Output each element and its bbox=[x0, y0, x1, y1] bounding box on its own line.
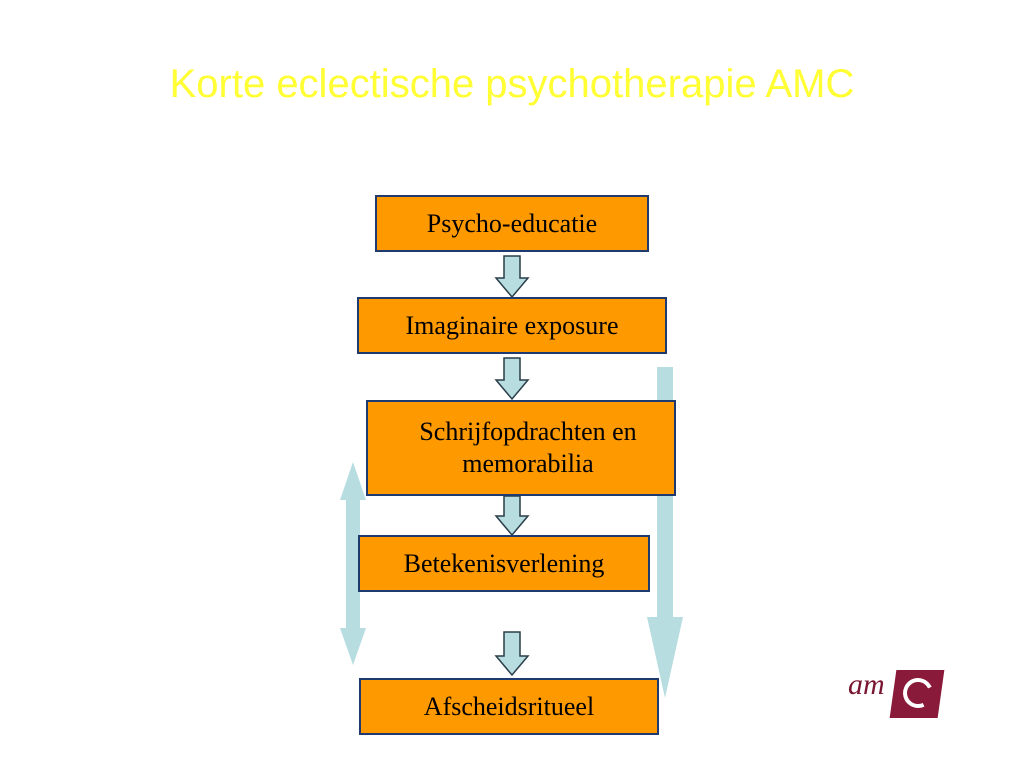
step-label: Imaginaire exposure bbox=[405, 310, 619, 340]
logo-text: am bbox=[848, 668, 885, 701]
left-double-arrow bbox=[340, 462, 366, 665]
down-arrow-1-2 bbox=[494, 255, 530, 299]
down-arrow-2-3 bbox=[494, 357, 530, 401]
down-arrow-3-4 bbox=[494, 495, 530, 537]
down-arrow-4-5 bbox=[494, 631, 530, 677]
step-psycho-educatie: Psycho-educatie bbox=[375, 195, 649, 252]
step-afscheidsritueel: Afscheidsritueel bbox=[359, 678, 659, 735]
right-down-arrow bbox=[647, 367, 683, 698]
step-label: Afscheidsritueel bbox=[423, 691, 595, 721]
step-label: Betekenisverlening bbox=[403, 548, 605, 578]
step-betekenisverlening: Betekenisverlening bbox=[358, 535, 650, 592]
amc-logo: am bbox=[848, 664, 948, 722]
slide-title: Korte eclectische psychotherapie AMC bbox=[169, 62, 855, 106]
step-label: Psycho-educatie bbox=[426, 208, 598, 238]
step-schrijfopdrachten: Schrijfopdrachten en memorabilia bbox=[366, 400, 676, 496]
step-imaginaire-exposure: Imaginaire exposure bbox=[357, 297, 667, 354]
step-label: Schrijfopdrachten en memorabilia bbox=[419, 417, 637, 478]
